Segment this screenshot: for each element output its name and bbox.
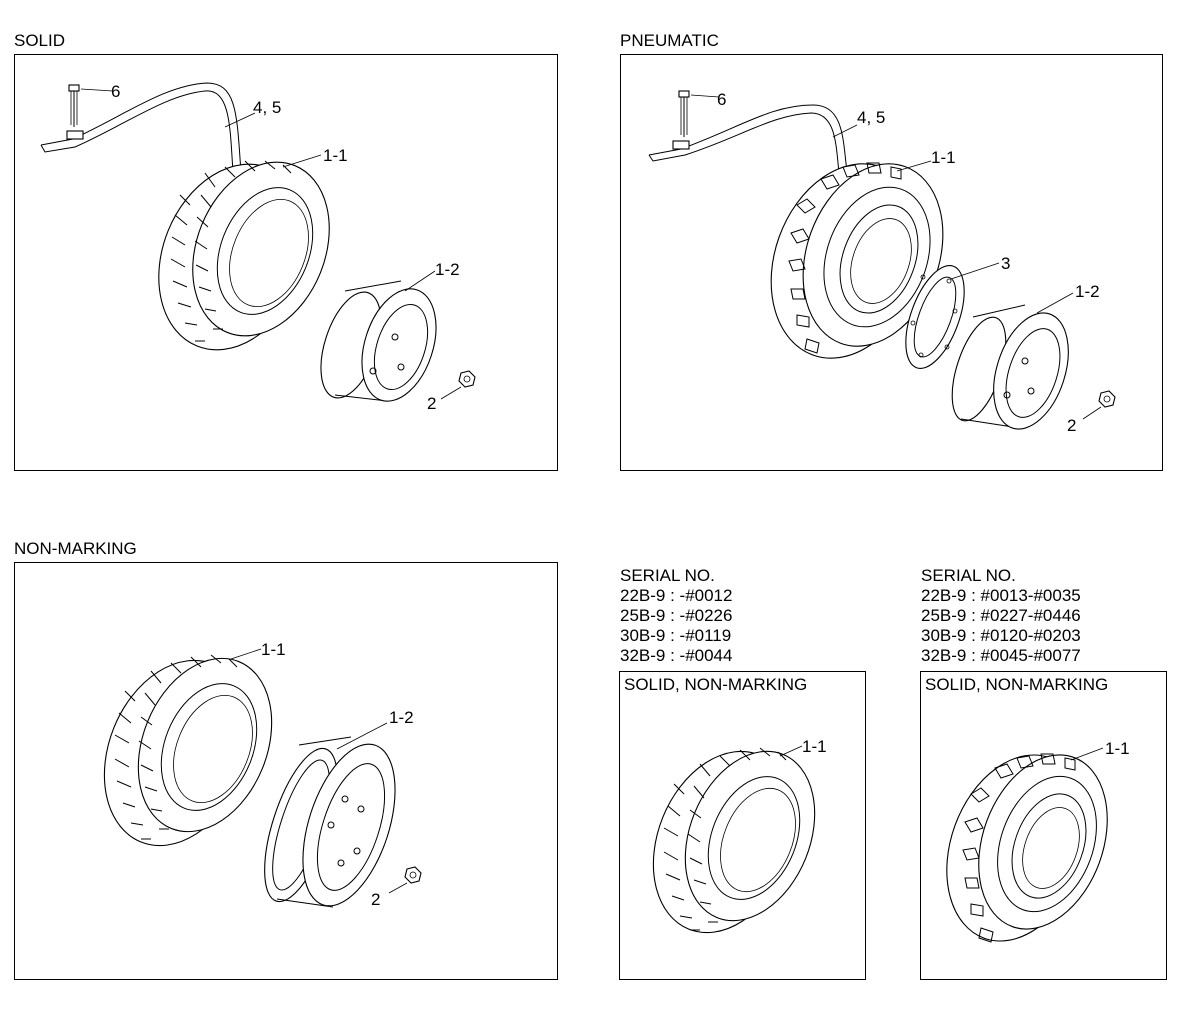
solid-non-marking-tire-diagram: 1-1 (652, 737, 827, 934)
serial-left-tire-panel: SOLID, NON-MARKING 1-1 (619, 671, 866, 980)
callout-1-1: 1-1 (323, 146, 348, 165)
callout-1-2: 1-2 (435, 260, 460, 279)
panel-title: SOLID, NON-MARKING (925, 675, 1109, 694)
serial-line: 30B-9 : -#0119 (620, 626, 732, 645)
callout-1-2: 1-2 (1075, 282, 1100, 301)
serial-info-right: SERIAL NO. 22B-9 : #0013-#0035 25B-9 : #… (921, 566, 1081, 666)
callout-2: 2 (371, 890, 380, 909)
pneumatic-rim-part (951, 304, 1069, 430)
nut-part (1098, 390, 1116, 408)
serial-line: 22B-9 : -#0012 (620, 586, 733, 605)
callout-1-2: 1-2 (389, 708, 414, 727)
callout-4-5: 4, 5 (253, 98, 281, 117)
pneumatic-diagram-panel: 6 4, 5 1-1 3 1-2 2 (620, 54, 1163, 471)
non-marking-rim-part (264, 736, 396, 908)
serial-line: 25B-9 : -#0226 (620, 606, 733, 625)
section-title-solid: SOLID (14, 31, 66, 50)
serial-heading: SERIAL NO. (620, 566, 715, 585)
serial-heading: SERIAL NO. (921, 566, 1016, 585)
bolt-part (678, 90, 690, 137)
solid-non-marking-pneumatic-style-tire-diagram: 1-1 (946, 739, 1130, 943)
callout-1-1: 1-1 (1105, 739, 1130, 758)
non-marking-wheel-exploded-diagram: 1-1 1-2 2 (103, 640, 422, 909)
callout-1-1: 1-1 (931, 148, 956, 167)
flange-ring-part (905, 265, 965, 369)
callout-4-5: 4, 5 (857, 108, 885, 127)
callout-1-1: 1-1 (261, 640, 286, 659)
non-marking-diagram-panel: 1-1 1-2 2 (14, 562, 558, 980)
tire-part (652, 747, 816, 934)
fender-band-part (648, 104, 848, 174)
nut-part (458, 370, 476, 388)
callout-2: 2 (427, 394, 436, 413)
tire-part (946, 753, 1108, 943)
panel-title: SOLID, NON-MARKING (624, 675, 808, 694)
serial-line: 32B-9 : #0045-#0077 (921, 646, 1081, 665)
serial-info-left: SERIAL NO. 22B-9 : -#0012 25B-9 : -#0226… (620, 566, 732, 666)
pneumatic-wheel-exploded-diagram: 6 4, 5 1-1 3 1-2 2 (648, 90, 1116, 435)
section-title-non-marking: NON-MARKING (14, 539, 137, 558)
pneumatic-tire-part (770, 162, 944, 359)
bolt-part (68, 84, 80, 127)
callout-6: 6 (111, 82, 120, 101)
callout-1-1: 1-1 (802, 737, 827, 756)
serial-line: 30B-9 : #0120-#0203 (921, 626, 1081, 645)
fender-band-part (40, 82, 242, 174)
serial-right-tire-panel: SOLID, NON-MARKING 1-1 (920, 671, 1167, 980)
solid-diagram-panel: 6 4, 5 1-1 1-2 2 (14, 54, 558, 471)
nut-part (404, 866, 422, 884)
solid-wheel-exploded-diagram: 6 4, 5 1-1 1-2 2 (40, 82, 476, 413)
solid-tire-part (158, 160, 330, 351)
callout-6: 6 (717, 90, 726, 109)
serial-line: 32B-9 : -#0044 (620, 646, 733, 665)
section-title-pneumatic: PNEUMATIC (620, 31, 719, 50)
solid-rim-part (320, 280, 437, 402)
callout-2: 2 (1067, 416, 1076, 435)
serial-line: 25B-9 : #0227-#0446 (921, 606, 1081, 625)
serial-line: 22B-9 : #0013-#0035 (921, 586, 1081, 605)
non-marking-tire-part (103, 654, 273, 847)
callout-3: 3 (1001, 254, 1010, 273)
